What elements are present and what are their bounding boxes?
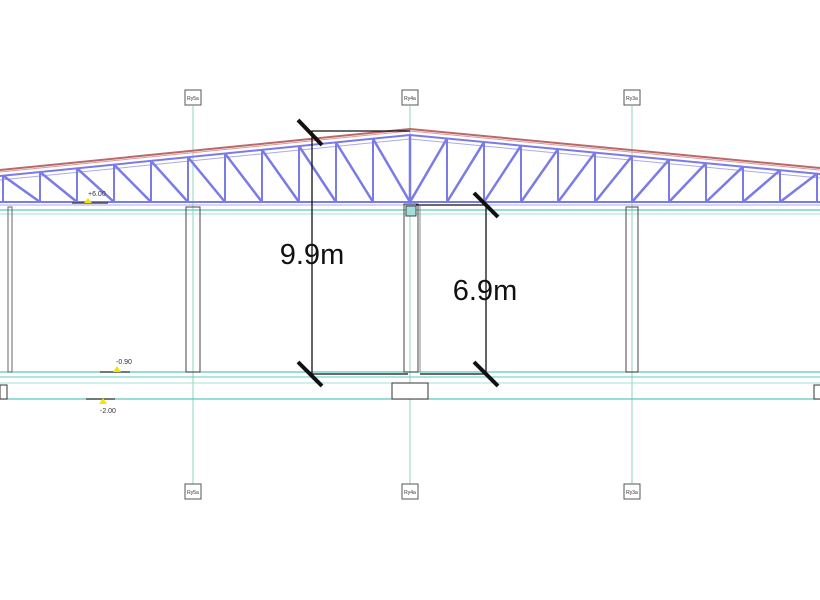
grid-tag-top-2[interactable]: Ry4a xyxy=(401,89,419,106)
truss-diagonal xyxy=(260,149,301,203)
footing xyxy=(813,384,820,400)
column-cap xyxy=(405,205,417,217)
truss-diagonal xyxy=(705,165,744,203)
truss-diagonal xyxy=(334,141,375,203)
level-marker-floor: -0.90 xyxy=(100,359,132,373)
truss-diagonal xyxy=(76,167,115,203)
truss-diagonal xyxy=(668,162,707,203)
column xyxy=(625,206,639,373)
truss-diagonal xyxy=(187,156,226,203)
grid-tag-bottom-1[interactable]: Ry5a xyxy=(184,483,202,500)
truss-diagonal xyxy=(631,158,670,203)
grid-tag-bottom-2[interactable]: Ry4a xyxy=(401,483,419,500)
column xyxy=(7,206,13,373)
grid-tag-label: Ry4a xyxy=(404,490,416,496)
truss-diagonal xyxy=(556,151,597,203)
truss-diagonal xyxy=(113,163,152,203)
grid-tag-label: Ry3a xyxy=(626,96,638,102)
truss-diagonal xyxy=(519,148,560,203)
dimension-ridge: 9.9m xyxy=(280,118,410,388)
truss-diagonal xyxy=(779,172,818,203)
grid-tag-label: Ry4a xyxy=(404,96,416,102)
truss-diagonal xyxy=(742,169,781,203)
level-marker-foundation: -2.00 xyxy=(86,398,116,415)
level-triangle-icon xyxy=(84,198,92,203)
grid-tag-top-3[interactable]: Ry3a xyxy=(623,89,641,106)
roof-truss xyxy=(0,133,820,206)
level-label: -0.90 xyxy=(116,359,132,366)
grid-tag-bottom-3[interactable]: Ry3a xyxy=(623,483,641,500)
ridge-height-label: 9.9m xyxy=(280,239,344,271)
grid-tag-top-1[interactable]: Ry5a xyxy=(184,89,202,106)
dimension-eave: 6.9m xyxy=(416,191,517,388)
column xyxy=(403,203,419,373)
truss-diagonal xyxy=(297,145,338,203)
footing xyxy=(391,382,429,400)
level-triangle-icon xyxy=(113,366,121,372)
level-label: -2.00 xyxy=(100,408,116,415)
truss-diagonal xyxy=(371,138,412,203)
truss-diagonal xyxy=(224,152,263,203)
column xyxy=(185,206,201,373)
grid-tag-label: Ry5a xyxy=(187,96,199,102)
footing xyxy=(0,384,8,400)
level-label: +6.00 xyxy=(88,191,106,198)
truss-diagonal xyxy=(150,160,189,203)
truss-diagonal xyxy=(2,174,41,204)
grid-tag-label: Ry5a xyxy=(187,490,199,496)
truss-diagonal xyxy=(482,144,523,203)
truss-diagonal xyxy=(39,171,78,203)
truss-diagonal xyxy=(594,155,633,203)
truss-diagonal xyxy=(408,137,449,203)
columns xyxy=(0,203,820,400)
level-triangle-icon xyxy=(99,398,107,404)
truss-diagonal xyxy=(445,141,486,203)
eave-height-label: 6.9m xyxy=(453,275,517,307)
grid-tag-label: Ry3a xyxy=(626,490,638,496)
level-marker-roof: +6.00 xyxy=(72,191,108,204)
